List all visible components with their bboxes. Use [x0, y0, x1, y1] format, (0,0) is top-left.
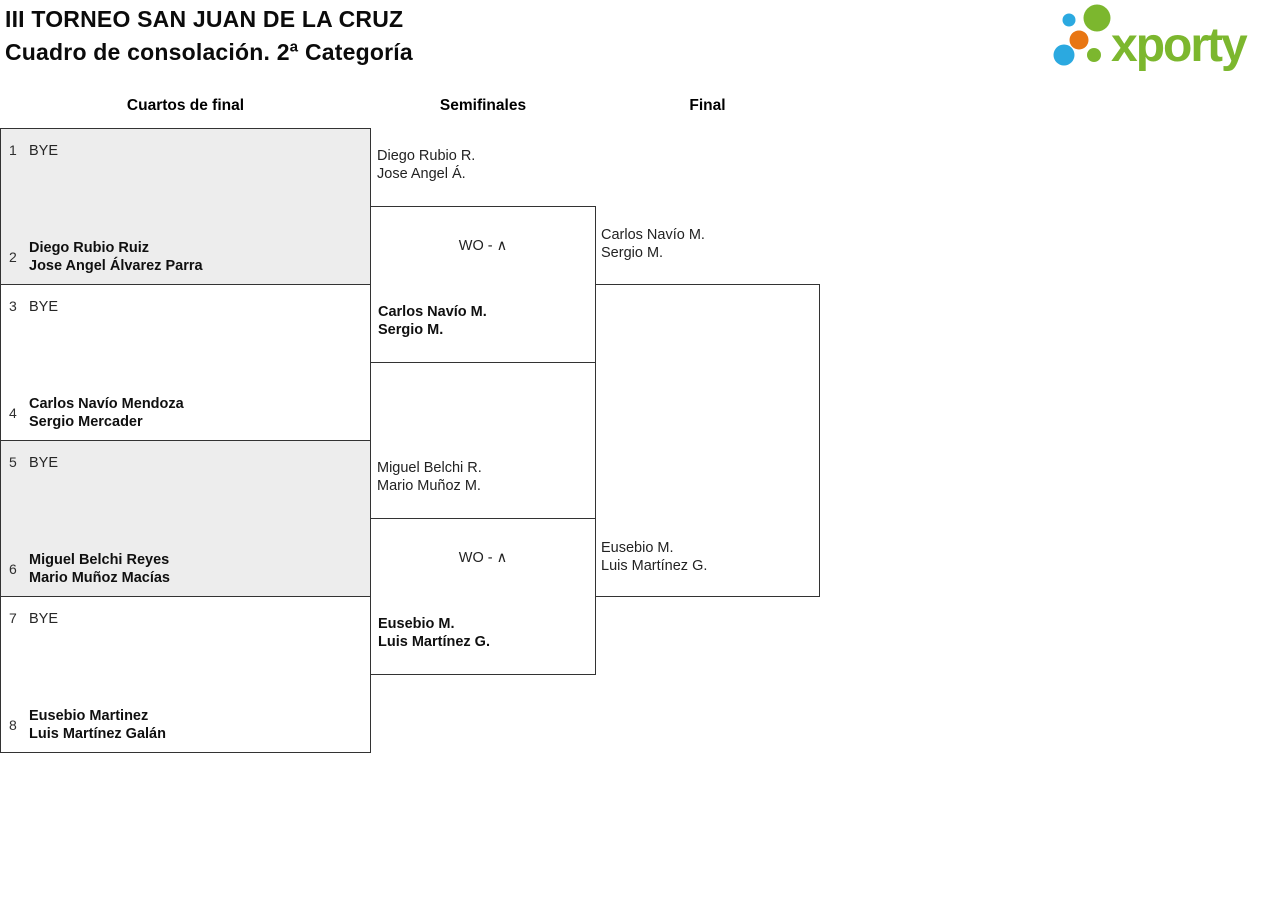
player-name: Sergio Mercader: [29, 414, 143, 430]
match-quarterfinal-3: 5 BYE 6 Miguel Belchi Reyes Mario Muñoz …: [0, 440, 371, 597]
seed-number: 3: [9, 298, 17, 314]
advancing-team: Eusebio M. Luis Martínez G.: [378, 615, 490, 651]
player-name: Mario Muñoz M.: [377, 478, 481, 494]
match-semifinal-2: WO - ∧ Eusebio M. Luis Martínez G.: [370, 518, 596, 675]
final-bottom-entrant: Eusebio M. Luis Martínez G.: [601, 539, 707, 575]
team-entry: Diego Rubio Ruiz Jose Angel Álvarez Parr…: [29, 239, 203, 275]
player-name: Jose Angel Álvarez Parra: [29, 258, 203, 274]
round-header-final: Final: [689, 97, 726, 114]
player-name: Carlos Navío M.: [378, 304, 487, 320]
team-entry: Eusebio Martinez Luis Martínez Galán: [29, 707, 166, 743]
player-name: Carlos Navío M.: [601, 227, 705, 243]
match-semifinal-1: WO - ∧ Carlos Navío M. Sergio M.: [370, 206, 596, 363]
advancing-team: Carlos Navío M. Sergio M.: [378, 303, 487, 339]
seed-number: 8: [9, 717, 17, 733]
seed-number: 4: [9, 405, 17, 421]
player-name: Eusebio M.: [601, 540, 674, 556]
xporty-logo-icon: xporty: [1053, 4, 1250, 72]
match-quarterfinal-2: 3 BYE 4 Carlos Navío Mendoza Sergio Merc…: [0, 284, 371, 441]
bracket-slot-5: 5 BYE: [9, 454, 364, 472]
team-entry: Miguel Belchi Reyes Mario Muñoz Macías: [29, 551, 170, 587]
seed-number: 6: [9, 561, 17, 577]
bracket-slot-7: 7 BYE: [9, 610, 364, 628]
tournament-title: III TORNEO SAN JUAN DE LA CRUZ: [5, 6, 404, 32]
player-name: Eusebio M.: [378, 616, 455, 632]
player-name: Luis Martínez G.: [378, 634, 490, 650]
round-header-semifinals: Semifinales: [439, 97, 527, 114]
player-name: Miguel Belchi Reyes: [29, 552, 170, 568]
player-name: Mario Muñoz Macías: [29, 570, 170, 586]
team-entry: BYE: [29, 298, 58, 316]
player-name: Luis Martínez G.: [601, 558, 708, 574]
seed-number: 2: [9, 249, 17, 265]
player-name: Miguel Belchi R.: [377, 460, 482, 476]
match-final: Eusebio M. Luis Martínez G.: [595, 284, 820, 597]
final-top-entrant: Carlos Navío M. Sergio M.: [601, 226, 705, 262]
player-name: Carlos Navío Mendoza: [29, 396, 184, 412]
player-name: Diego Rubio Ruiz: [29, 240, 150, 256]
bracket-subtitle: Cuadro de consolación. 2ª Categoría: [5, 39, 413, 65]
bracket-slot-3: 3 BYE: [9, 298, 364, 316]
team-entry: BYE: [29, 610, 58, 628]
semifinal-1-top-entrant: Diego Rubio R. Jose Angel Á.: [377, 147, 475, 183]
bracket-slot-8: 8 Eusebio Martinez Luis Martínez Galán: [9, 707, 364, 743]
match-result: WO - ∧: [458, 238, 508, 254]
player-name: BYE: [29, 455, 59, 471]
player-name: BYE: [29, 611, 59, 627]
bracket-slot-4: 4 Carlos Navío Mendoza Sergio Mercader: [9, 395, 364, 431]
logo-dot-orange: [1069, 30, 1089, 50]
player-name: Luis Martínez Galán: [29, 726, 166, 742]
round-header-quarterfinals: Cuartos de final: [126, 97, 245, 114]
match-result: WO - ∧: [458, 550, 508, 566]
seed-number: 7: [9, 610, 17, 626]
player-name: Sergio M.: [601, 245, 664, 261]
player-name: Sergio M.: [378, 322, 444, 338]
semifinal-2-top-entrant: Miguel Belchi R. Mario Muñoz M.: [377, 459, 482, 495]
match-quarterfinal-1: 1 BYE 2 Diego Rubio Ruiz Jose Angel Álva…: [0, 128, 371, 285]
seed-number: 5: [9, 454, 17, 470]
page-header: III TORNEO SAN JUAN DE LA CRUZ Cuadro de…: [5, 3, 413, 69]
logo-dot-blue-small: [1062, 13, 1076, 27]
logo-dot-blue-large: [1053, 44, 1075, 66]
logo-dot-green-large: [1083, 4, 1111, 32]
player-name: Diego Rubio R.: [377, 148, 476, 164]
bracket-slot-2: 2 Diego Rubio Ruiz Jose Angel Álvarez Pa…: [9, 239, 364, 275]
logo-wordmark: xporty: [1111, 19, 1248, 72]
bracket-slot-1: 1 BYE: [9, 142, 364, 160]
team-entry: BYE: [29, 454, 58, 472]
player-name: Eusebio Martinez: [29, 708, 149, 724]
logo-dot-green-small: [1087, 48, 1101, 62]
team-entry: BYE: [29, 142, 58, 160]
match-quarterfinal-4: 7 BYE 8 Eusebio Martinez Luis Martínez G…: [0, 596, 371, 753]
seed-number: 1: [9, 142, 17, 158]
player-name: Jose Angel Á.: [377, 166, 466, 182]
team-entry: Carlos Navío Mendoza Sergio Mercader: [29, 395, 184, 431]
bracket-slot-6: 6 Miguel Belchi Reyes Mario Muñoz Macías: [9, 551, 364, 587]
player-name: BYE: [29, 299, 59, 315]
player-name: BYE: [29, 143, 59, 159]
